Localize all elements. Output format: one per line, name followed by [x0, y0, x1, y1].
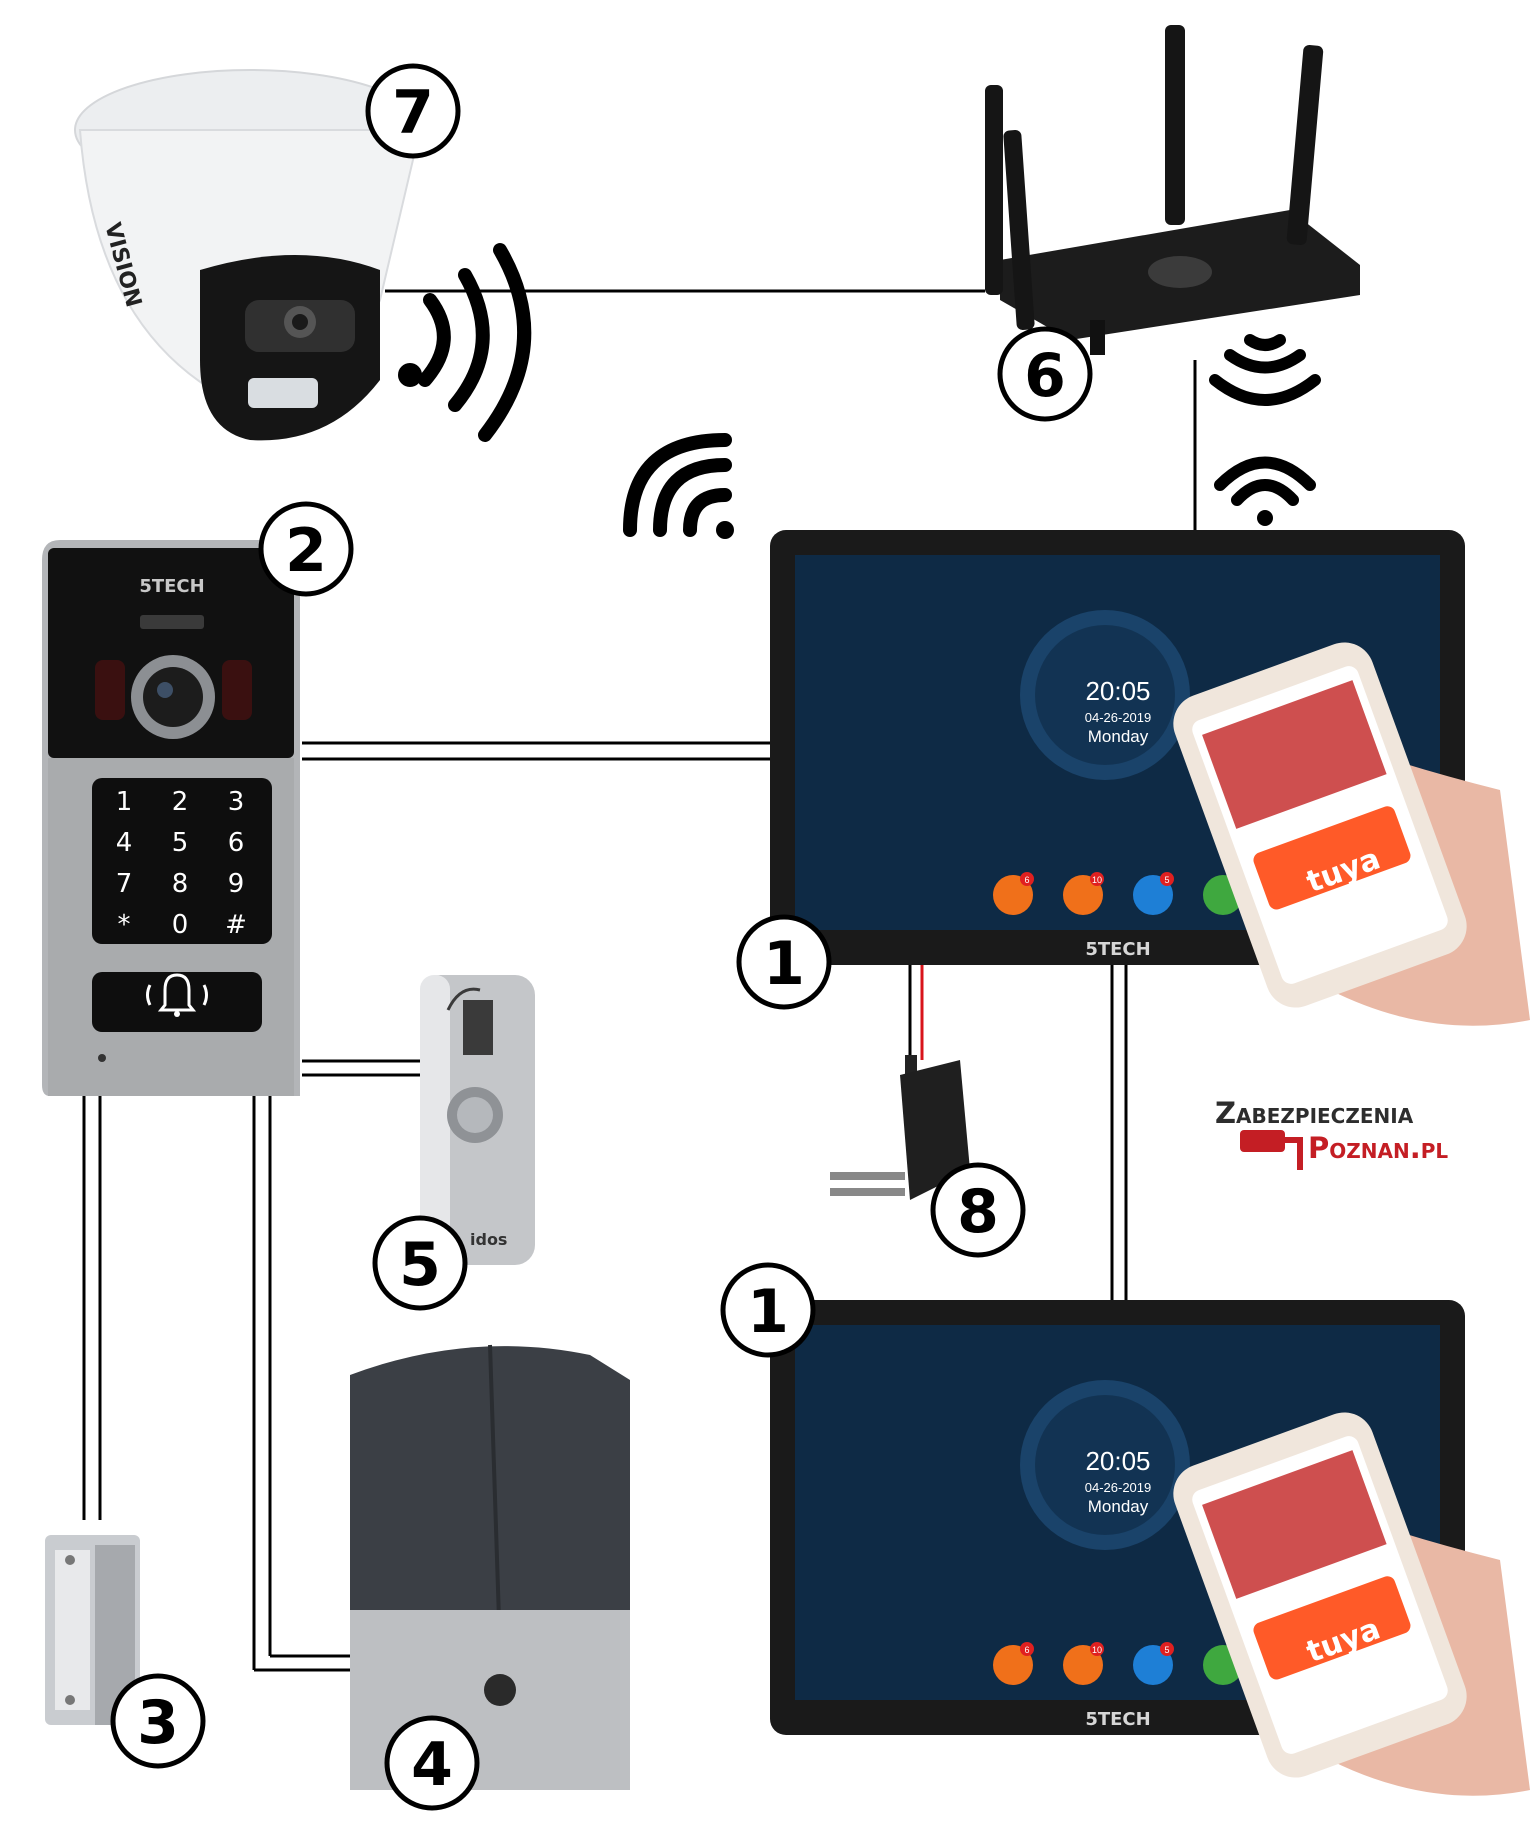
- badge-count: 10: [1092, 1645, 1102, 1655]
- monitor-top-day: Monday: [1088, 727, 1149, 746]
- label-1-bottom: 1: [720, 1262, 816, 1358]
- label-5: 5: [372, 1215, 468, 1311]
- svg-text:3: 3: [137, 1688, 179, 1758]
- badge-count: 10: [1092, 875, 1102, 885]
- svg-text:1: 1: [763, 929, 805, 999]
- gate-motor: [350, 1344, 630, 1790]
- wifi-waves-icon: [398, 243, 532, 442]
- svg-text:4: 4: [411, 1730, 453, 1800]
- monitor-top-date: 04-26-2019: [1085, 710, 1152, 725]
- electric-strike: [45, 1535, 140, 1725]
- badge-dot: [1090, 1642, 1104, 1656]
- badge-count: 6: [1024, 875, 1029, 885]
- label-8: 8: [930, 1162, 1026, 1258]
- keypad-key: 9: [228, 869, 245, 899]
- power-cable: [908, 965, 924, 1060]
- keypad-key: 2: [172, 787, 189, 817]
- keypad-key: 5: [172, 828, 189, 858]
- exit-button: [420, 975, 535, 1265]
- badge-dot: [1090, 872, 1104, 886]
- svg-text:5: 5: [399, 1230, 441, 1300]
- power-supply: [830, 1055, 970, 1200]
- label-4: 4: [384, 1715, 480, 1811]
- motion-icon: [1133, 1645, 1173, 1685]
- monitor-top-time: 20:05: [1085, 676, 1150, 706]
- call-icon: [993, 875, 1033, 915]
- monitor-top-brand: 5TECH: [1085, 939, 1150, 960]
- badge-count: 5: [1164, 875, 1169, 885]
- svg-text:8: 8: [957, 1177, 999, 1247]
- bell-icon: [146, 973, 208, 1017]
- wiring: [82, 289, 1197, 1672]
- keypad-key: #: [225, 910, 247, 940]
- badge-dot: [1020, 1642, 1034, 1656]
- wifi-waves-icon: [1209, 334, 1321, 526]
- message-icon: [1063, 875, 1103, 915]
- router: [985, 25, 1360, 355]
- logo-line2: Poznan.pl: [1308, 1131, 1448, 1165]
- logo-line1: Zabezpieczenia: [1215, 1096, 1414, 1130]
- badge-dot: [1020, 872, 1034, 886]
- label-3: 3: [110, 1673, 206, 1769]
- badge-dot: [1160, 872, 1174, 886]
- label-6: 6: [997, 326, 1093, 422]
- badge-dot: [1160, 1642, 1174, 1656]
- monitor-bottom-date: 04-26-2019: [1085, 1480, 1152, 1495]
- keypad-key: 0: [172, 910, 189, 940]
- phone-bottom: [1173, 1412, 1530, 1796]
- exit-button-brand: idos: [470, 1230, 507, 1249]
- monitor-bottom-time: 20:05: [1085, 1446, 1150, 1476]
- monitor-bottom-day: Monday: [1088, 1497, 1149, 1516]
- label-2: 2: [258, 501, 354, 597]
- svg-text:6: 6: [1024, 341, 1066, 411]
- badge-count: 6: [1024, 1645, 1029, 1655]
- keypad-key: 3: [228, 787, 245, 817]
- badge-count: 5: [1164, 1645, 1169, 1655]
- wifi-waves-icon: [623, 433, 734, 539]
- phone-top: [1173, 642, 1530, 1026]
- keypad-key: 6: [228, 828, 245, 858]
- message-icon: [1063, 1645, 1103, 1685]
- door-station-brand: 5TECH: [139, 576, 204, 597]
- monitor-top: [770, 530, 1465, 965]
- door-station: [42, 540, 300, 1096]
- label-1-top: 1: [736, 914, 832, 1010]
- motion-icon: [1133, 875, 1173, 915]
- svg-text:7: 7: [392, 78, 434, 148]
- svg-text:2: 2: [285, 516, 327, 586]
- company-logo: Zabezpieczenia Poznan.pl: [1215, 1096, 1448, 1170]
- keypad-key: 4: [116, 828, 133, 858]
- keypad: 1 2 3 4 5 6 7 8 9 * 0 #: [116, 787, 247, 940]
- svg-text:1: 1: [747, 1277, 789, 1347]
- monitor-bottom-brand: 5TECH: [1085, 1709, 1150, 1730]
- ip-camera: VISION: [74, 69, 426, 441]
- keypad-key: 7: [116, 869, 133, 899]
- keypad-key: 8: [172, 869, 189, 899]
- camera-logo-icon: [1240, 1130, 1303, 1170]
- call-icon: [993, 1645, 1033, 1685]
- door-icon: [463, 1000, 493, 1055]
- keypad-key: *: [118, 910, 131, 940]
- keypad-key: 1: [116, 787, 133, 817]
- label-7: 7: [365, 63, 461, 159]
